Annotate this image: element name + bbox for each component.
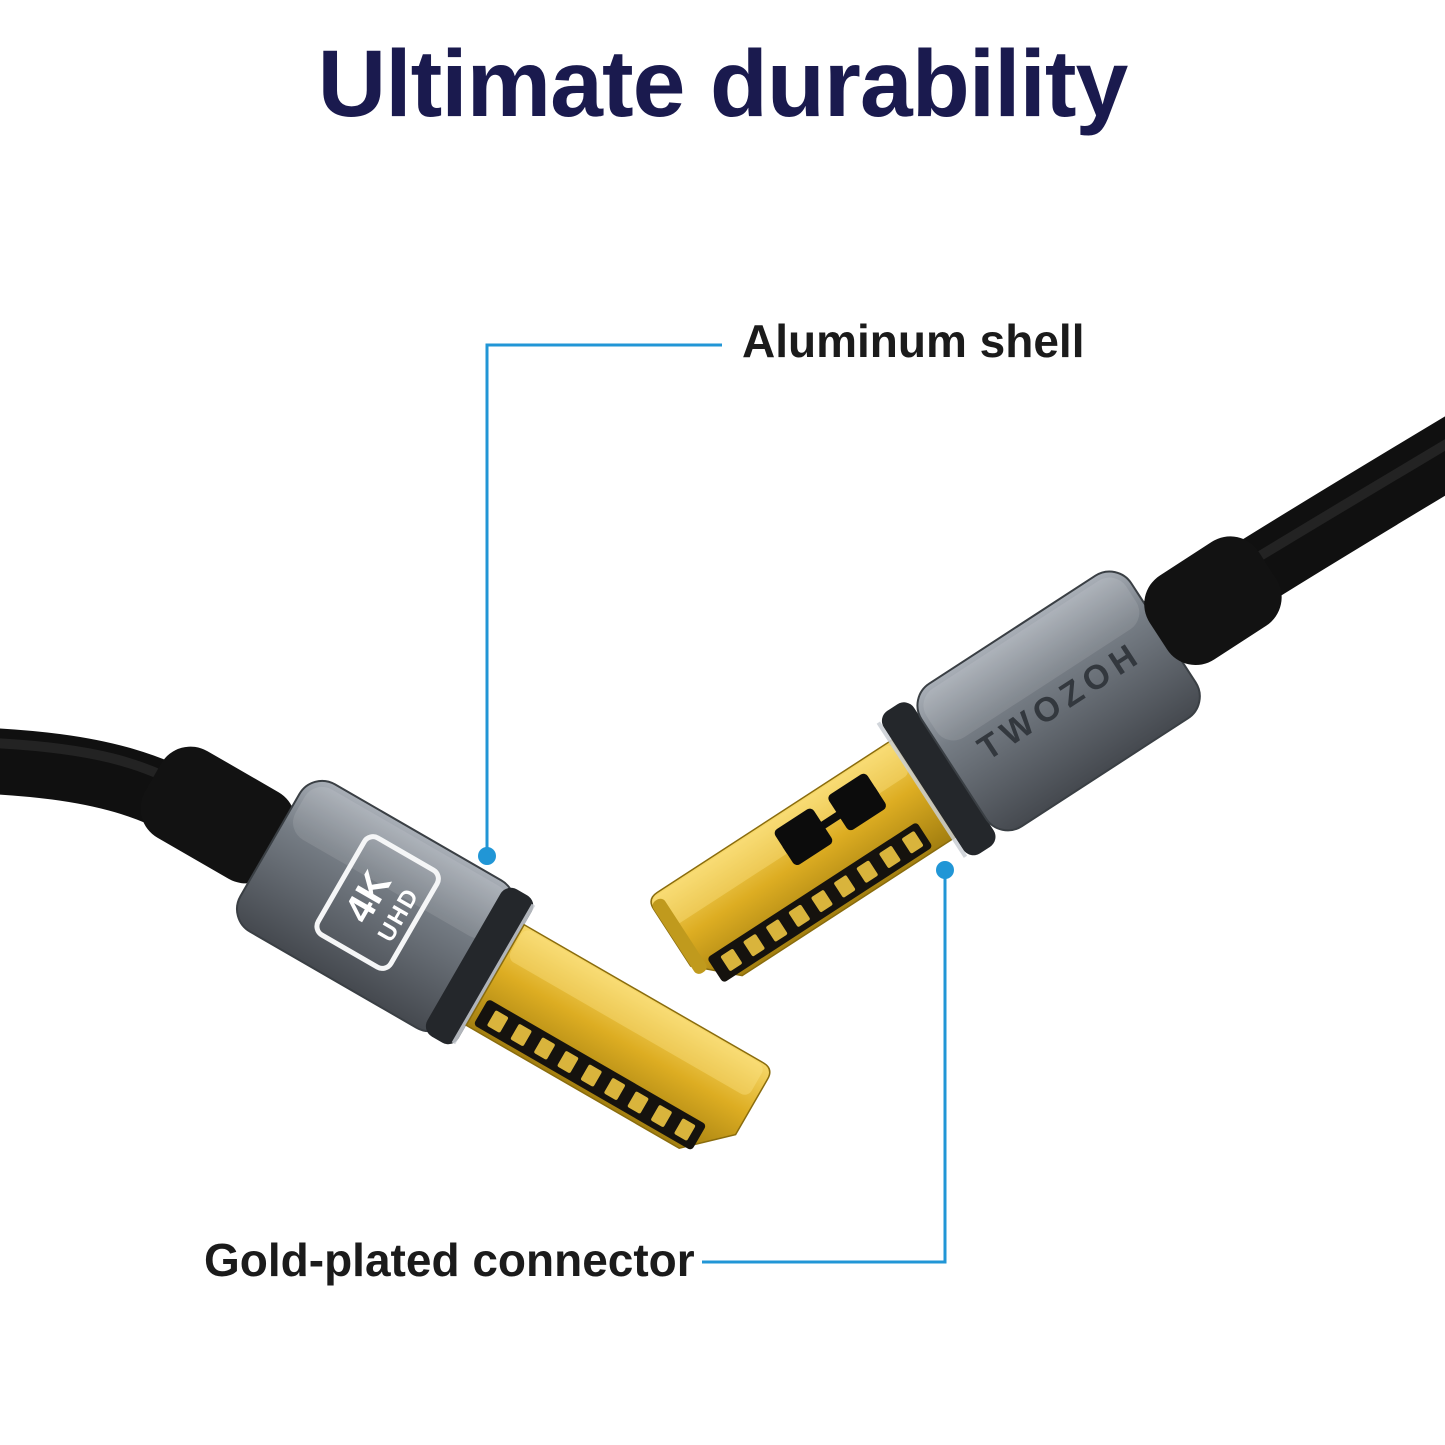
left-pin-row: [487, 1010, 696, 1141]
right-connector: TWOZOH: [650, 536, 1282, 982]
callout-gold-connector: [702, 861, 954, 1264]
gold-leader-line: [702, 870, 947, 1264]
left-shell-highlight: [293, 786, 509, 939]
right-shell-highlight: [923, 577, 1140, 741]
aluminum-leader-line: [485, 343, 722, 856]
gold-callout-dot: [936, 861, 954, 879]
left-strain-relief: [140, 746, 296, 884]
left-shell-ring: [425, 887, 534, 1045]
badge-outline: [314, 834, 441, 971]
left-gold-highlight: [509, 930, 763, 1095]
right-shell-ring-edge: [876, 721, 968, 858]
right-plug-slots: [774, 773, 886, 866]
gold-connector-label: Gold-plated connector: [204, 1234, 695, 1286]
page-title: Ultimate durability: [317, 31, 1129, 137]
right-pin-row: [720, 831, 923, 971]
left-connector: 4K UHD: [140, 746, 771, 1150]
right-strain-relief: [1144, 536, 1282, 666]
left-gold-plug: [465, 923, 771, 1150]
callout-aluminum-shell: [478, 343, 722, 865]
left-shell-ring-edge: [451, 903, 536, 1045]
right-gold-tip-edge: [652, 898, 707, 974]
aluminum-callout-dot: [478, 847, 496, 865]
aluminum-shell-label: Aluminum shell: [742, 315, 1085, 367]
right-shell-ring: [881, 702, 996, 856]
